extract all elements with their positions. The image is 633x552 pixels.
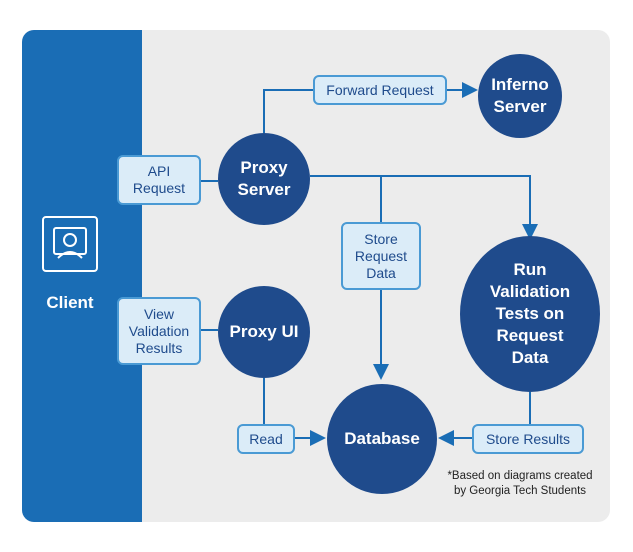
proxy-server-node: Proxy Server [218, 133, 310, 225]
store-request-data-label: Store Request Data [341, 222, 421, 290]
user-monitor-icon [42, 216, 98, 272]
read-label: Read [237, 424, 295, 454]
client-label: Client [46, 293, 94, 312]
inferno-server-node: Inferno Server [478, 54, 562, 138]
view-validation-results-label: View Validation Results [117, 297, 201, 365]
client-band [22, 30, 142, 522]
footnote: *Based on diagrams created by Georgia Te… [447, 470, 593, 497]
proxy-ui-node: Proxy UI [218, 286, 310, 378]
store-results-label: Store Results [472, 424, 584, 454]
run-validation-node: Run Validation Tests on Request Data [460, 236, 600, 392]
database-node: Database [327, 384, 437, 494]
forward-request-label: Forward Request [313, 75, 447, 105]
api-request-label: API Request [117, 155, 201, 205]
